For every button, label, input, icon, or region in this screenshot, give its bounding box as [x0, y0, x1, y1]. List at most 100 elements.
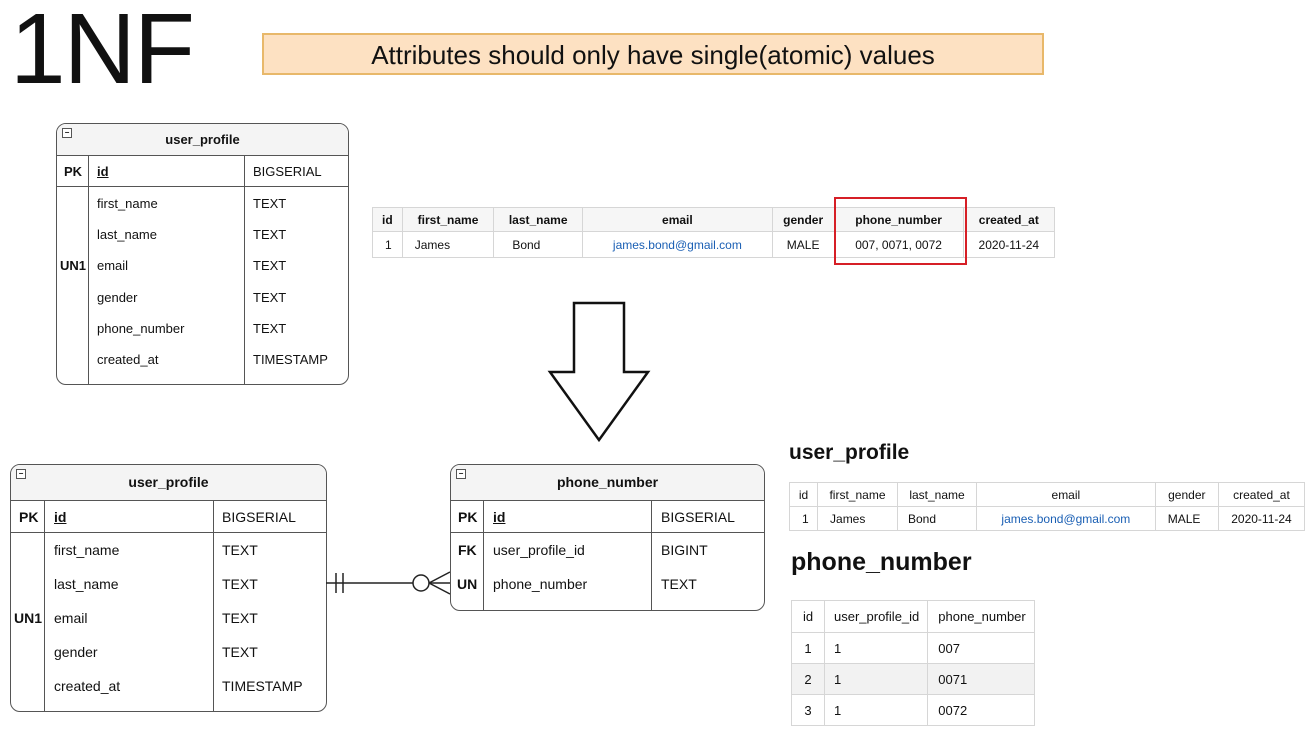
field-type: TEXT	[222, 576, 258, 592]
field-type: TIMESTAMP	[222, 678, 303, 694]
er-entity-user-profile-before: − user_profile PK id BIGSERIAL UN1 first…	[56, 123, 349, 385]
field-type: TIMESTAMP	[253, 352, 328, 367]
cell: Bond	[896, 506, 978, 531]
pk-type: BIGSERIAL	[661, 509, 735, 525]
field-name: email	[97, 258, 129, 273]
section-title-phone-number: phone_number	[791, 548, 972, 576]
field-type: TEXT	[222, 644, 258, 660]
field-name: last_name	[97, 227, 157, 242]
collapse-icon[interactable]: −	[456, 469, 466, 479]
collapse-icon[interactable]: −	[62, 128, 72, 138]
entity-header: − phone_number	[451, 465, 764, 501]
column-header: last_name	[493, 207, 584, 232]
pk-label: PK	[64, 164, 83, 179]
field-type: TEXT	[253, 227, 287, 242]
table-row: 2 1 0071	[791, 663, 1035, 695]
relationship-connector	[326, 571, 451, 595]
field-type: TEXT	[661, 576, 697, 592]
cell: 2020-11-24	[1217, 506, 1306, 531]
field-name: first_name	[97, 196, 158, 211]
column-header: created_at	[962, 207, 1056, 232]
field-name: phone_number	[493, 576, 588, 592]
cell: 007	[927, 632, 1035, 664]
collapse-icon[interactable]: −	[16, 469, 26, 479]
field-name: gender	[97, 290, 138, 305]
field-name: gender	[54, 644, 98, 660]
column-header: first_name	[817, 482, 898, 507]
field-name: first_name	[54, 542, 120, 558]
column-header: gender	[1154, 482, 1219, 507]
cell: 0072	[927, 694, 1035, 726]
unnormalized-table: id first_name last_name email gender pho…	[372, 207, 1056, 258]
unique-label: UN1	[60, 258, 87, 273]
fk-label: FK	[458, 542, 477, 558]
column-header: email	[582, 207, 773, 232]
cell: 3	[791, 694, 825, 726]
field-type: TEXT	[253, 321, 287, 336]
multi-value-highlight	[834, 197, 967, 265]
cell: MALE	[771, 231, 835, 258]
column-header: user_profile_id	[823, 600, 929, 633]
column-header: first_name	[401, 207, 495, 232]
cell: 1	[788, 506, 819, 531]
email-link[interactable]: james.bond@gmail.com	[976, 506, 1156, 531]
entity-header: − user_profile	[11, 465, 326, 501]
cell: 1	[823, 632, 929, 664]
cell: 1	[372, 231, 403, 258]
field-name: phone_number	[97, 321, 185, 336]
phone-number-table: id user_profile_id phone_number 1 1 007 …	[791, 600, 1035, 726]
page-title: 1NF	[10, 0, 195, 105]
cell: 1	[791, 632, 825, 664]
cell: 2	[791, 663, 825, 695]
field-name: created_at	[97, 352, 159, 367]
column-header: email	[976, 482, 1156, 507]
table-row: 1 James Bond james.bond@gmail.com MALE 2…	[788, 506, 1306, 531]
pk-type: BIGSERIAL	[222, 509, 296, 525]
column-header: id	[372, 207, 403, 232]
cell: 1	[823, 663, 929, 695]
table-row: 1 1 007	[791, 632, 1035, 664]
rule-banner: Attributes should only have single(atomi…	[262, 33, 1044, 75]
user-profile-table: id first_name last_name email gender cre…	[788, 482, 1306, 531]
pk-field: id	[97, 164, 109, 179]
email-link[interactable]: james.bond@gmail.com	[582, 231, 773, 258]
cell: 007, 0071, 0072	[833, 231, 964, 258]
field-name: last_name	[54, 576, 119, 592]
cell: James	[817, 506, 898, 531]
field-name: created_at	[54, 678, 121, 694]
column-header: last_name	[896, 482, 978, 507]
field-type: TEXT	[253, 290, 287, 305]
cell: James	[401, 231, 495, 258]
field-type: TEXT	[222, 610, 258, 626]
entity-header: − user_profile	[57, 124, 348, 156]
cell: Bond	[493, 231, 584, 258]
arrow-down-icon	[547, 301, 651, 443]
er-entity-user-profile-after: − user_profile PK id BIGSERIAL UN1 first…	[10, 464, 327, 712]
field-type: TEXT	[253, 258, 287, 273]
entity-name: user_profile	[165, 132, 240, 147]
field-type: BIGINT	[661, 542, 708, 558]
pk-field: id	[493, 509, 506, 525]
pk-type: BIGSERIAL	[253, 164, 322, 179]
cell: 1	[823, 694, 929, 726]
cell: MALE	[1154, 506, 1219, 531]
er-entity-phone-number: − phone_number PK id BIGSERIAL FK user_p…	[450, 464, 765, 611]
table-row: 3 1 0072	[791, 694, 1035, 726]
section-title-user-profile: user_profile	[789, 441, 910, 464]
pk-field: id	[54, 509, 67, 525]
field-name: user_profile_id	[493, 542, 585, 558]
table-row: 1 James Bond james.bond@gmail.com MALE 0…	[372, 231, 1056, 258]
pk-label: PK	[458, 509, 478, 525]
column-header: id	[788, 482, 819, 507]
field-type: TEXT	[253, 196, 287, 211]
column-header: phone_number	[927, 600, 1035, 633]
unique-label: UN	[457, 576, 478, 592]
cell: 2020-11-24	[962, 231, 1056, 258]
cell: 0071	[927, 663, 1035, 695]
entity-name: phone_number	[556, 474, 659, 490]
field-name: email	[54, 610, 88, 626]
column-header: gender	[771, 207, 835, 232]
field-type: TEXT	[222, 542, 258, 558]
column-header: id	[791, 600, 825, 633]
unique-label: UN1	[14, 610, 43, 626]
